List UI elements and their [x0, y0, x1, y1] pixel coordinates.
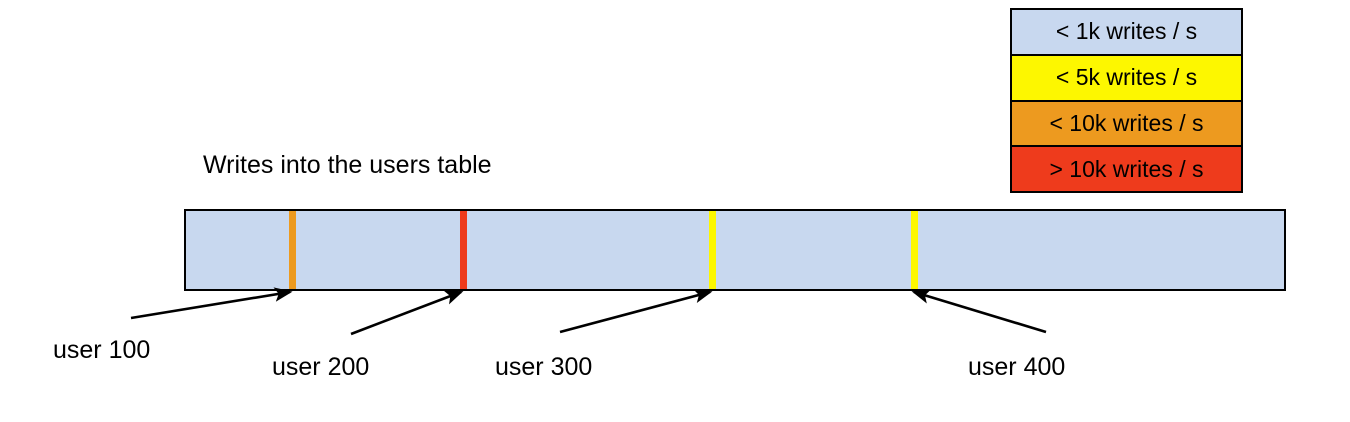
write-rate-legend: < 1k writes / s < 5k writes / s < 10k wr… [1010, 8, 1243, 193]
legend-item-label: < 1k writes / s [1055, 18, 1198, 45]
callout-arrow [350, 290, 464, 336]
callout-label-user-200: user 200 [272, 353, 370, 381]
stripe-user-200 [460, 211, 467, 289]
legend-item-label: > 10k writes / s [1049, 155, 1204, 182]
stripe-user-400 [911, 211, 918, 289]
callout-arrow [911, 289, 1047, 334]
chart-title: Writes into the users table [203, 151, 492, 179]
users-table-bar [184, 209, 1286, 291]
callout-arrow [559, 288, 713, 334]
legend-item-lt-1k: < 1k writes / s [1012, 10, 1241, 56]
callout-label-user-300: user 300 [495, 353, 593, 381]
callout-label-user-100: user 100 [53, 336, 151, 364]
callout-arrow [130, 287, 293, 320]
legend-item-label: < 10k writes / s [1049, 109, 1204, 136]
stripe-user-300 [709, 211, 716, 289]
legend-item-gt-10k: > 10k writes / s [1012, 147, 1241, 191]
stripe-user-100 [289, 211, 296, 289]
callout-label-user-400: user 400 [968, 353, 1066, 381]
legend-item-lt-10k: < 10k writes / s [1012, 101, 1241, 148]
legend-item-label: < 5k writes / s [1055, 64, 1198, 91]
legend-item-lt-5k: < 5k writes / s [1012, 55, 1241, 102]
